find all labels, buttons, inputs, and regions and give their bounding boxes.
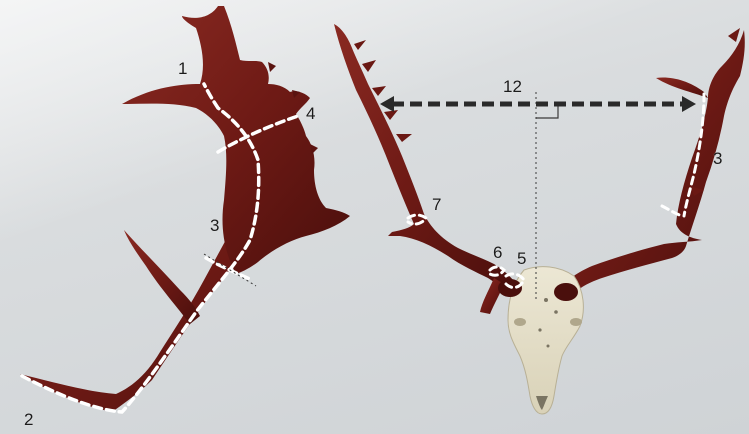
arrowhead-left-icon xyxy=(380,96,394,112)
label-2: 2 xyxy=(24,410,33,430)
label-3-single: 3 xyxy=(210,216,219,236)
skull-right-orbit xyxy=(570,318,582,326)
antler-brow-tine xyxy=(124,230,200,324)
label-6: 6 xyxy=(493,243,502,263)
skull-left-orbit xyxy=(514,318,526,326)
antler-pair xyxy=(334,24,745,414)
antler-palm xyxy=(122,6,350,274)
pair-left-antler xyxy=(334,24,518,292)
label-3-pair: 3 xyxy=(713,149,722,169)
pair-right-top-fork xyxy=(656,78,708,98)
label-7: 7 xyxy=(432,195,441,215)
label-5: 5 xyxy=(517,249,526,269)
burr-right xyxy=(554,283,578,301)
label-12: 12 xyxy=(503,77,522,97)
arrowhead-right-icon xyxy=(682,96,696,112)
label-1: 1 xyxy=(178,59,187,79)
label-4: 4 xyxy=(306,104,315,124)
